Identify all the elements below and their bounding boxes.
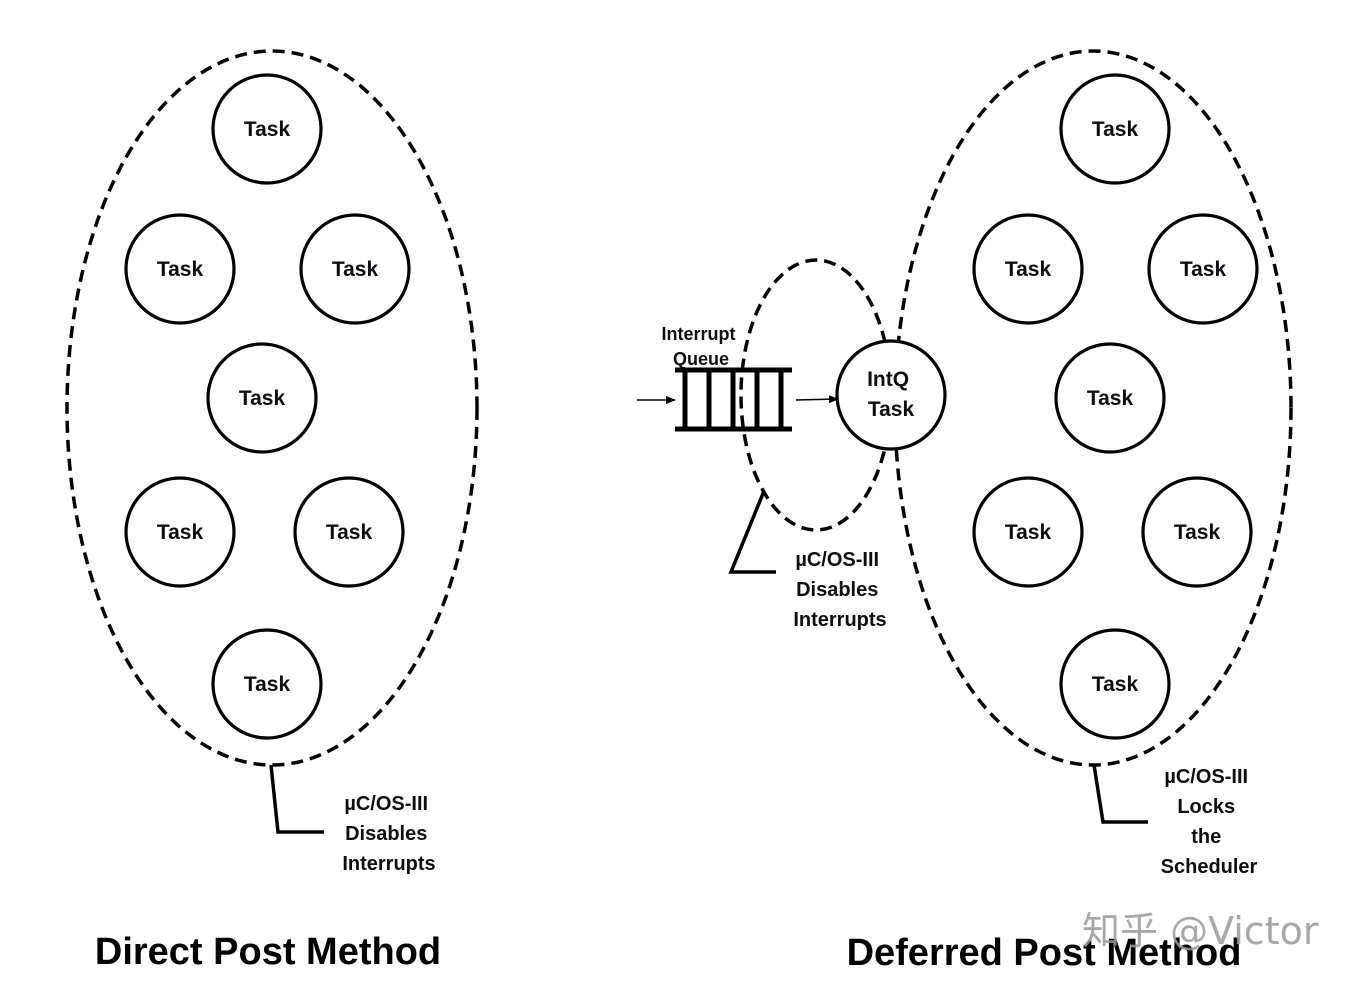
direct-task-node[interactable]: Task: [124, 476, 236, 588]
watermark: 知乎 @Victor: [1082, 909, 1319, 953]
deferred-note: µC/OS-III Locks the Scheduler: [1161, 766, 1258, 878]
deferred-task-node[interactable]: Task: [1054, 342, 1166, 454]
deferred-critical-region-boundary: [893, 49, 1293, 767]
deferred-task-node[interactable]: Task: [1141, 476, 1253, 588]
task-label: Task: [1180, 258, 1227, 281]
deferred-task-node[interactable]: Task: [1147, 213, 1259, 325]
intq-task-label: IntQ Task: [867, 368, 915, 421]
isr-note: µC/OS-III Disables Interrupts: [793, 549, 886, 631]
deferred-task-node[interactable]: Task: [972, 213, 1084, 325]
intq-task-node[interactable]: IntQ Task: [835, 339, 947, 451]
direct-task-node[interactable]: Task: [293, 476, 405, 588]
deferred-post-title: Deferred Post Method: [847, 932, 1242, 974]
task-label: Task: [239, 387, 286, 410]
task-label: Task: [332, 258, 379, 281]
deferred-task-node[interactable]: Task: [972, 476, 1084, 588]
direct-post-title: Direct Post Method: [95, 931, 441, 973]
task-label: Task: [244, 673, 291, 696]
task-label: Task: [1092, 118, 1139, 141]
task-label: Task: [244, 118, 291, 141]
direct-post-group: Task Task Task Task Task Task Task µC/OS: [65, 49, 479, 973]
task-label: Task: [1005, 258, 1052, 281]
direct-task-node[interactable]: Task: [206, 342, 318, 454]
direct-task-node[interactable]: Task: [211, 73, 323, 185]
direct-note-leader-line: [269, 764, 324, 834]
direct-note: µC/OS-III Disables Interrupts: [342, 793, 435, 875]
interrupt-queue: [675, 367, 792, 432]
interrupt-queue-label: Interrupt Queue: [661, 324, 740, 369]
deferred-task-node[interactable]: Task: [1059, 73, 1171, 185]
task-label: Task: [1005, 521, 1052, 544]
direct-task-node[interactable]: Task: [211, 628, 323, 740]
deferred-post-group: Interrupt Queue IntQ Task µC/OS-III Dis: [637, 49, 1293, 974]
direct-critical-region-boundary: [65, 49, 479, 767]
isr-note-leader-line: [728, 490, 776, 574]
task-label: Task: [1174, 521, 1221, 544]
task-label: Task: [1087, 387, 1134, 410]
task-label: Task: [157, 258, 204, 281]
task-label: Task: [157, 521, 204, 544]
task-label: Task: [1092, 673, 1139, 696]
task-label: Task: [326, 521, 373, 544]
queue-to-intq-arrow: [795, 395, 839, 404]
deferred-note-leader-line: [1092, 764, 1148, 824]
deferred-task-node[interactable]: Task: [1059, 628, 1171, 740]
direct-task-node[interactable]: Task: [299, 213, 411, 325]
direct-task-node[interactable]: Task: [124, 213, 236, 325]
